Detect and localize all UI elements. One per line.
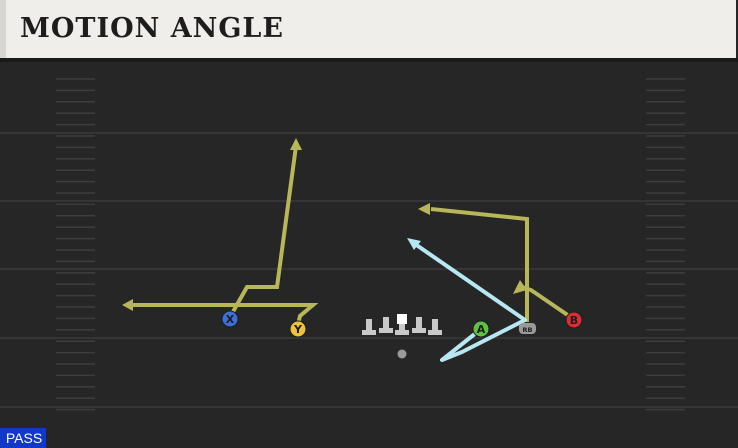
receiver-a[interactable]: A [472, 320, 490, 338]
running-back-label: RB [523, 326, 533, 334]
play-field: X Y A B RB [0, 62, 738, 448]
running-back[interactable]: RB [519, 323, 536, 334]
quarterback-marker [397, 349, 407, 359]
running-back-icon [519, 323, 536, 334]
route-x-vertical [228, 145, 298, 318]
route-a-motion-angle [413, 242, 527, 362]
receiver-b-label: B [570, 314, 578, 327]
route-a-arrowhead [407, 238, 421, 250]
lineman-right-tackle [428, 319, 442, 335]
receiver-b-icon [565, 311, 583, 329]
receiver-x[interactable]: X [221, 310, 239, 328]
offensive-line [362, 314, 442, 335]
lineman-right-guard [412, 317, 426, 333]
receiver-y[interactable]: Y [289, 320, 307, 338]
title-bar: MOTION ANGLE [0, 0, 736, 58]
receiver-b[interactable]: B [565, 311, 583, 329]
receiver-a-label: A [477, 323, 486, 336]
route-y-arrowhead [122, 299, 133, 311]
hash-marks-right [646, 78, 685, 411]
play-title: MOTION ANGLE [20, 13, 284, 44]
receiver-y-label: Y [293, 323, 303, 336]
lineman-left-tackle [362, 319, 376, 335]
field-turf [0, 62, 738, 448]
play-type-badge: PASS [0, 428, 46, 448]
title-divider [0, 58, 738, 62]
route-y-flat [131, 303, 319, 326]
route-rb-arrowhead [418, 203, 430, 215]
receiver-a-icon [472, 320, 490, 338]
yard-lines [0, 132, 738, 408]
receiver-x-icon [221, 310, 239, 328]
receiver-y-icon [289, 320, 307, 338]
hash-marks-left [56, 78, 95, 411]
lineman-center [395, 314, 409, 335]
receiver-x-label: X [226, 313, 235, 326]
lineman-left-guard [379, 317, 393, 333]
route-x-arrowhead [290, 138, 302, 150]
route-b-arrowhead [513, 280, 527, 294]
